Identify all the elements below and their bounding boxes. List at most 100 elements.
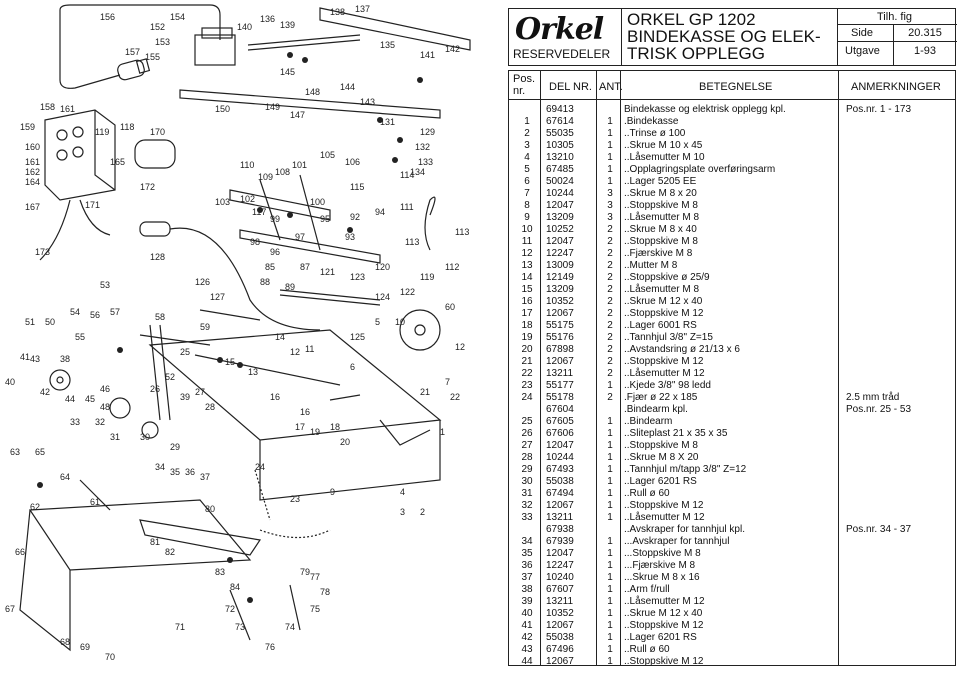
- cell-delnr: 50024: [546, 176, 574, 187]
- svg-text:162: 162: [25, 167, 40, 177]
- svg-text:139: 139: [280, 20, 295, 30]
- svg-text:134: 134: [410, 167, 425, 177]
- cell-ant: 3: [607, 212, 613, 223]
- svg-text:19: 19: [310, 427, 320, 437]
- svg-text:94: 94: [375, 207, 385, 217]
- svg-text:65: 65: [35, 447, 45, 457]
- cell-pos: 30: [521, 476, 533, 487]
- cell-pos: 34: [521, 536, 533, 547]
- svg-text:96: 96: [270, 247, 280, 257]
- svg-text:113: 113: [455, 227, 469, 237]
- cell-delnr: 12067: [546, 308, 574, 319]
- side-label: Side: [851, 27, 874, 39]
- svg-text:42: 42: [40, 387, 50, 397]
- svg-text:45: 45: [85, 394, 95, 404]
- svg-text:77: 77: [310, 572, 320, 582]
- cell-betegnelse: ...Stoppskive M 8: [624, 548, 701, 559]
- cell-ant: 2: [607, 392, 613, 403]
- parts-list-panel: Orkel RESERVEDELER ORKEL GP 1202 BINDEKA…: [508, 8, 957, 667]
- table-row: 67938..Avskraper for tannhjul kpl.Pos.nr…: [508, 524, 956, 536]
- svg-text:59: 59: [200, 322, 210, 332]
- cell-betegnelse: ..Lager 6001 RS: [624, 320, 697, 331]
- cell-betegnelse: ..Stoppskive M 12: [624, 308, 704, 319]
- svg-text:26: 26: [150, 384, 160, 394]
- cell-betegnelse: ..Sliteplast 21 x 35 x 35: [624, 428, 728, 439]
- cell-delnr: 12047: [546, 236, 574, 247]
- svg-text:22: 22: [450, 392, 460, 402]
- svg-text:88: 88: [260, 277, 270, 287]
- svg-text:16: 16: [270, 392, 280, 402]
- svg-text:56: 56: [90, 310, 100, 320]
- svg-text:93: 93: [345, 232, 355, 242]
- cell-delnr: 67938: [546, 524, 574, 535]
- cell-pos: 40: [521, 608, 533, 619]
- cell-delnr: 67614: [546, 116, 574, 127]
- svg-text:161: 161: [25, 157, 40, 167]
- col-anmerkninger: ANMERKNINGER: [851, 81, 941, 93]
- svg-text:60: 60: [445, 302, 455, 312]
- cell-delnr: 12067: [546, 500, 574, 511]
- cell-delnr: 67605: [546, 416, 574, 427]
- cell-pos: 26: [521, 428, 533, 439]
- cell-delnr: 10352: [546, 296, 574, 307]
- cell-delnr: 55038: [546, 476, 574, 487]
- svg-text:100: 100: [310, 197, 325, 207]
- svg-text:5: 5: [375, 317, 380, 327]
- svg-text:7: 7: [445, 377, 450, 387]
- svg-text:173: 173: [35, 247, 50, 257]
- svg-text:145: 145: [280, 67, 295, 77]
- cell-betegnelse: ..Stoppskive M 12: [624, 620, 704, 631]
- svg-text:132: 132: [415, 142, 430, 152]
- cell-betegnelse: .Bindearm kpl.: [624, 404, 688, 415]
- cell-betegnelse: Bindekasse og elektrisk opplegg kpl.: [624, 104, 786, 115]
- svg-text:97: 97: [295, 232, 305, 242]
- cell-delnr: 13209: [546, 284, 574, 295]
- cell-pos: 22: [521, 368, 533, 379]
- svg-text:119: 119: [95, 127, 109, 137]
- orkel-logo: Orkel: [515, 12, 604, 47]
- cell-delnr: 10352: [546, 608, 574, 619]
- cell-pos: 4: [524, 152, 530, 163]
- svg-text:35: 35: [170, 467, 180, 477]
- svg-text:148: 148: [305, 87, 320, 97]
- cell-ant: 3: [607, 188, 613, 199]
- cell-ant: 2: [607, 248, 613, 259]
- cell-pos: 10: [521, 224, 533, 235]
- cell-delnr: 13209: [546, 212, 574, 223]
- cell-ant: 1: [607, 512, 613, 523]
- cell-pos: 36: [521, 560, 533, 571]
- cell-ant: 1: [607, 476, 613, 487]
- cell-delnr: 10240: [546, 572, 574, 583]
- svg-text:142: 142: [445, 44, 460, 54]
- svg-text:11: 11: [305, 344, 314, 354]
- cell-ant: 1: [607, 608, 613, 619]
- svg-text:21: 21: [420, 387, 430, 397]
- cell-delnr: 13211: [546, 368, 574, 379]
- cell-pos: 16: [521, 296, 533, 307]
- cell-betegnelse: ..Stoppskive M 12: [624, 656, 704, 667]
- svg-text:108: 108: [275, 167, 290, 177]
- svg-text:114: 114: [400, 170, 414, 180]
- svg-text:4: 4: [400, 487, 405, 497]
- svg-text:54: 54: [70, 307, 80, 317]
- cell-ant: 1: [607, 464, 613, 475]
- svg-text:44: 44: [65, 394, 75, 404]
- cell-ant: 2: [607, 368, 613, 379]
- cell-delnr: 55177: [546, 380, 574, 391]
- cell-betegnelse: ..Lager 5205 EE: [624, 176, 697, 187]
- cell-pos: 24: [521, 392, 533, 403]
- svg-text:41: 41: [20, 352, 30, 362]
